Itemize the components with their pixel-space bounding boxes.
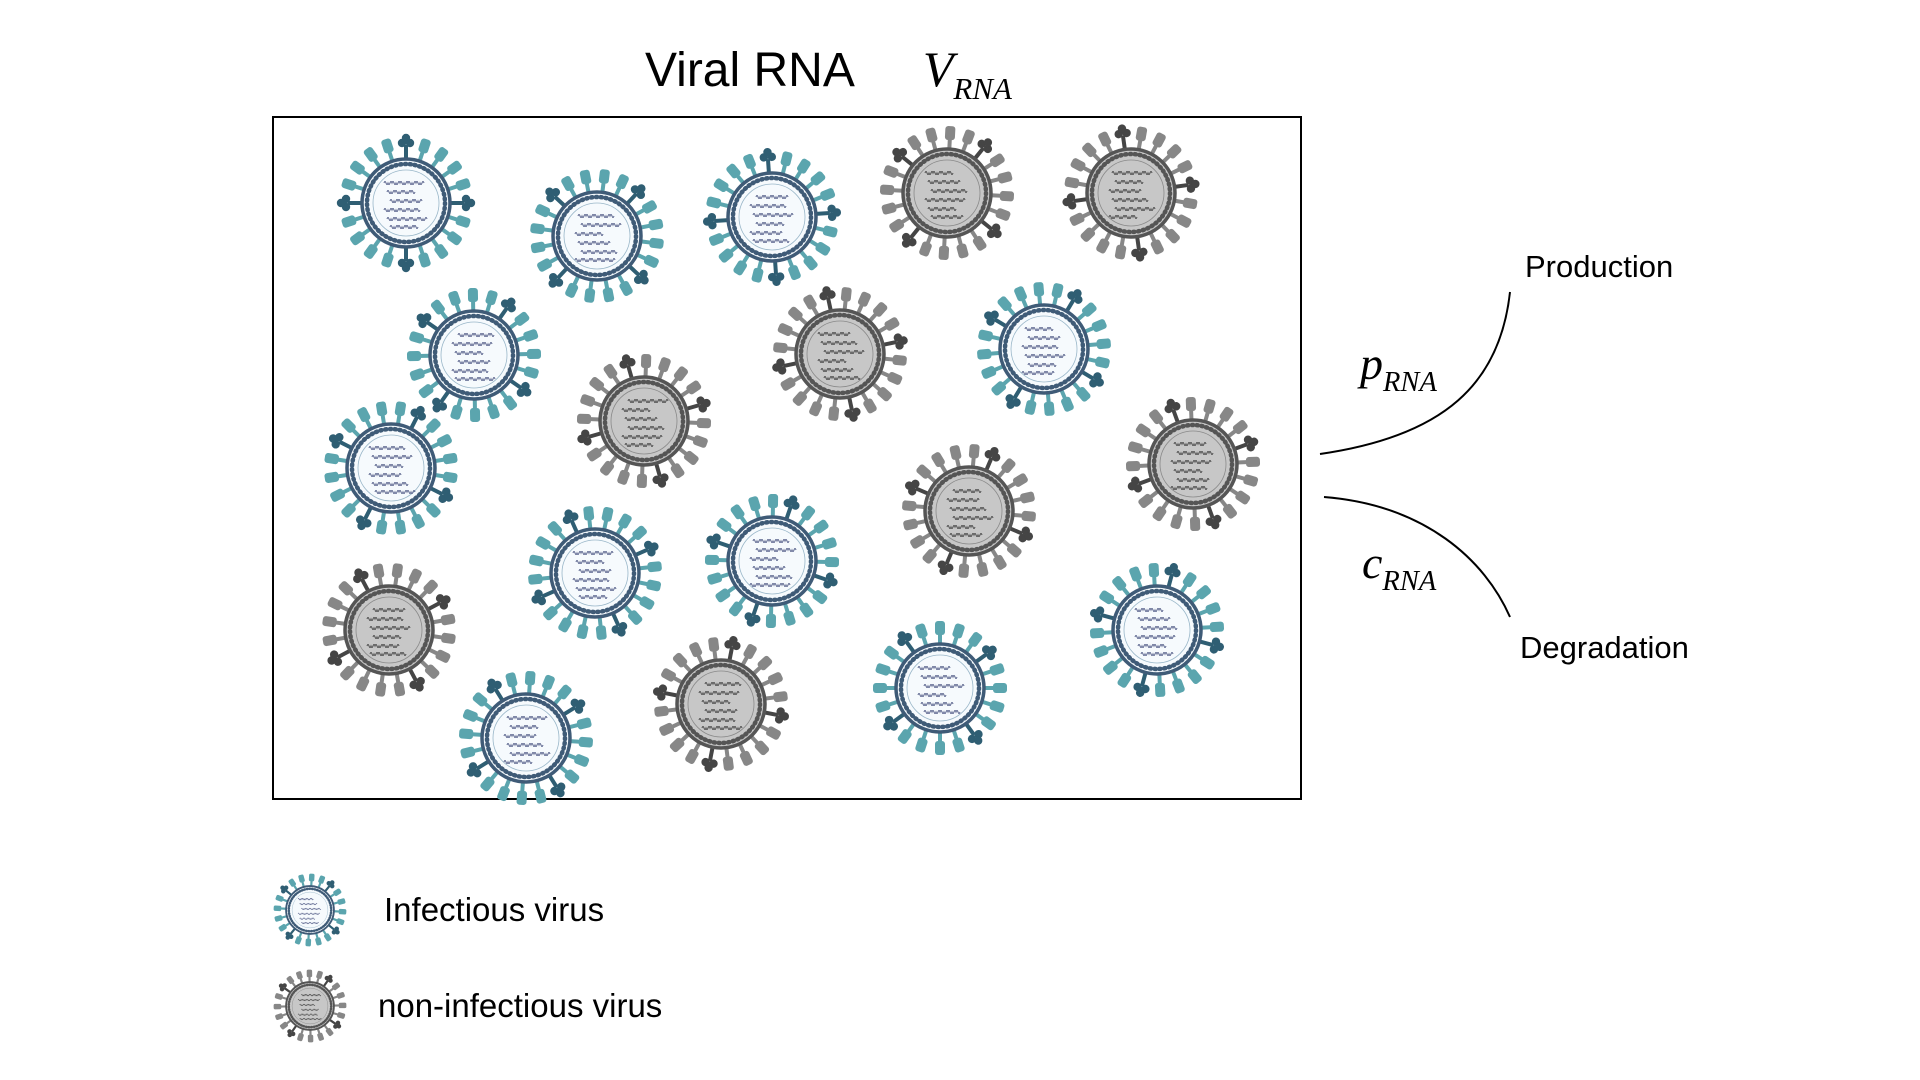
degradation-rate: cRNA [1362, 536, 1436, 597]
degradation-label: Degradation [1520, 630, 1689, 665]
non-infectious-virus [322, 563, 456, 697]
infectious-virus [704, 493, 840, 629]
viral-rna-compartment [272, 116, 1302, 800]
infectious-virus [702, 147, 842, 287]
infectious-virus [459, 671, 593, 805]
legend-infectious-label: Infectious virus [384, 891, 605, 928]
infectious-virus [873, 621, 1007, 755]
production-rate-subscript: RNA [1383, 366, 1437, 398]
non-infectious-virus [652, 635, 790, 773]
infectious-virus [977, 282, 1111, 416]
non-infectious-virus [1062, 124, 1200, 262]
infectious-virus [530, 169, 664, 303]
non-infectious-virus [576, 353, 712, 489]
infectious-virus [1089, 562, 1225, 698]
legend-infectious: Infectious virus [272, 872, 604, 948]
non-infectious-virus [273, 969, 347, 1043]
legend-noninfectious-label: non-infectious virus [378, 987, 663, 1024]
production-rate: pRNA [1360, 337, 1437, 398]
production-rate-base: p [1360, 338, 1383, 389]
infectious-virus [336, 133, 476, 273]
legend-noninfectious: non-infectious virus [272, 968, 662, 1044]
infectious-virus [273, 873, 347, 947]
variable-subscript: RNA [953, 71, 1012, 107]
non-infectious-virus [772, 286, 908, 422]
infectious-virus [406, 287, 542, 423]
degradation-rate-subscript: RNA [1382, 565, 1437, 597]
infectious-virus-icon [272, 872, 348, 948]
title-text: Viral RNA [645, 44, 855, 97]
degradation-curve [1323, 496, 1511, 618]
degradation-rate-base: c [1362, 537, 1383, 588]
viral-rna-variable: VRNA [922, 40, 1012, 106]
infectious-virus [528, 506, 662, 640]
production-label: Production [1525, 249, 1674, 284]
non-infectious-virus [879, 125, 1015, 261]
infectious-virus [324, 401, 458, 535]
non-infectious-virus [902, 444, 1036, 578]
non-infectious-virus-icon [272, 968, 348, 1044]
non-infectious-virus [1125, 396, 1261, 532]
diagram-title: Viral RNA VRNA [645, 40, 1012, 106]
variable-base: V [922, 41, 954, 97]
production-curve [1319, 291, 1511, 455]
